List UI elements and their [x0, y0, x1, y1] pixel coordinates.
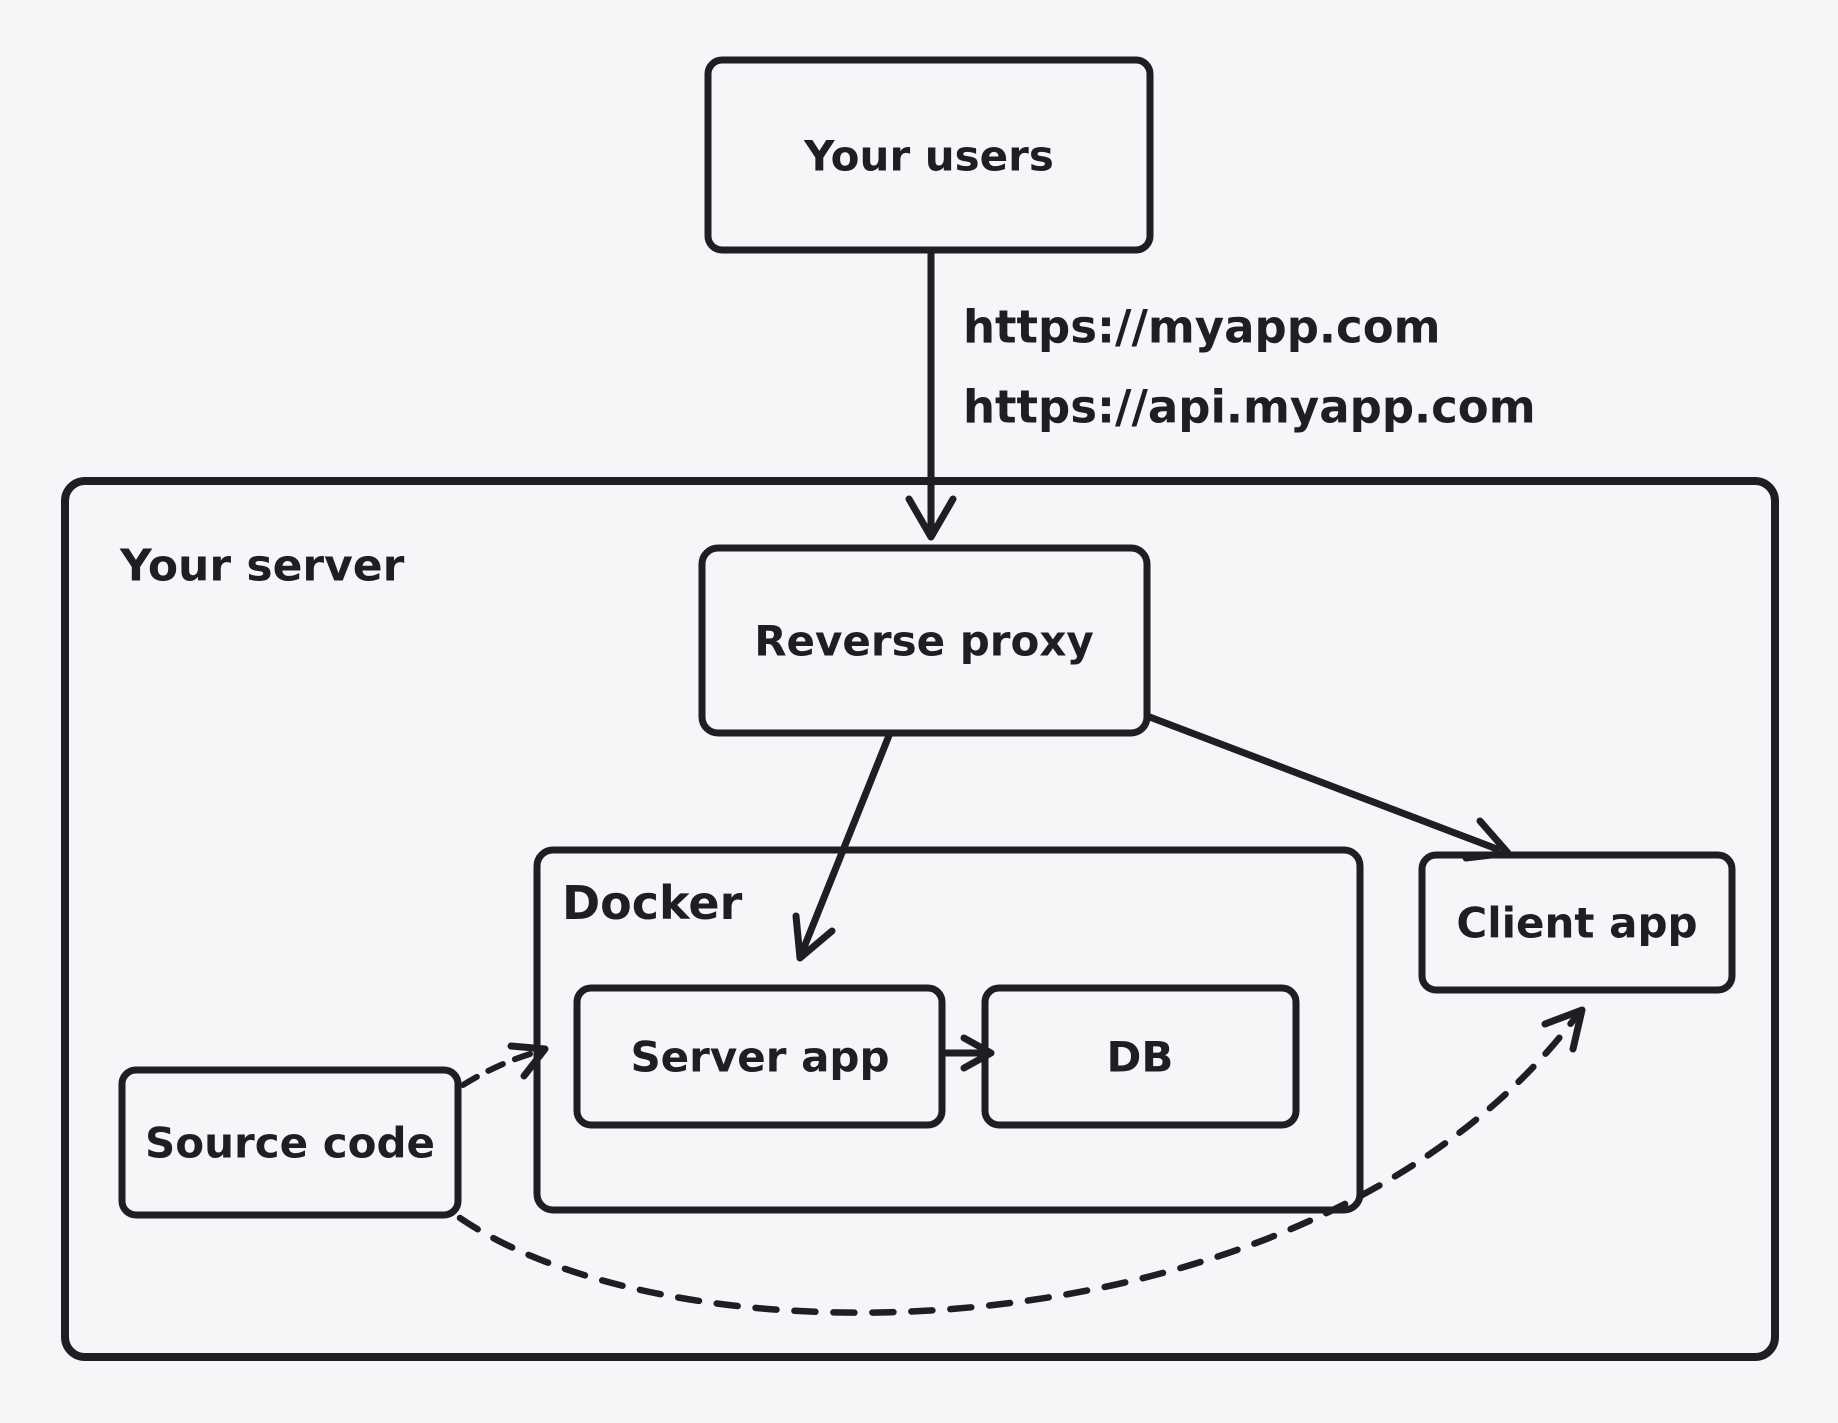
url-label-myapp: https://myapp.com	[963, 301, 1441, 354]
arrow-head	[507, 1042, 549, 1080]
url-label-api-myapp: https://api.myapp.com	[963, 381, 1536, 434]
your-users-label: Your users	[803, 132, 1054, 181]
serverapp-to-db-arrow	[941, 1034, 995, 1072]
arrow-head	[905, 495, 957, 541]
server-app-box	[573, 984, 946, 1129]
source-code-node: Source code	[118, 1066, 462, 1219]
docker-box	[533, 846, 1364, 1214]
docker-node: Docker	[533, 846, 1364, 1214]
arrow-head	[792, 912, 836, 962]
reverse-proxy-node: Reverse proxy	[698, 544, 1151, 737]
server-app-node: Server app	[573, 984, 946, 1129]
reverse-proxy-label: Reverse proxy	[754, 617, 1094, 666]
arrow-line	[456, 1014, 1579, 1316]
client-app-node: Client app	[1418, 851, 1736, 994]
your-server-node: Your server	[61, 477, 1779, 1361]
docker-label: Docker	[562, 876, 743, 930]
client-app-label: Client app	[1456, 899, 1697, 948]
your-server-label: Your server	[119, 541, 405, 592]
proxy-to-serverapp-arrow	[792, 729, 894, 962]
server-app-label: Server app	[630, 1033, 889, 1082]
users-to-proxy-arrow	[905, 246, 957, 541]
db-label: DB	[1107, 1033, 1174, 1082]
your-users-node: Your users	[704, 56, 1154, 254]
proxy-to-clientapp-arrow	[1143, 712, 1512, 862]
arrow-line	[799, 729, 894, 954]
arrow-head	[1541, 1006, 1586, 1053]
db-node: DB	[981, 984, 1300, 1129]
sourcecode-to-serverapp-dashed-arrow	[460, 1042, 549, 1088]
arrow-line	[460, 1048, 543, 1088]
client-app-box	[1418, 851, 1736, 994]
reverse-proxy-box	[698, 544, 1151, 737]
your-server-box	[61, 477, 1779, 1361]
arrow-head	[960, 1034, 995, 1072]
arrow-line	[1143, 712, 1501, 853]
source-code-label: Source code	[145, 1119, 435, 1168]
sourcecode-to-clientapp-dashed-arrow	[456, 1006, 1586, 1316]
source-code-box	[118, 1066, 462, 1219]
